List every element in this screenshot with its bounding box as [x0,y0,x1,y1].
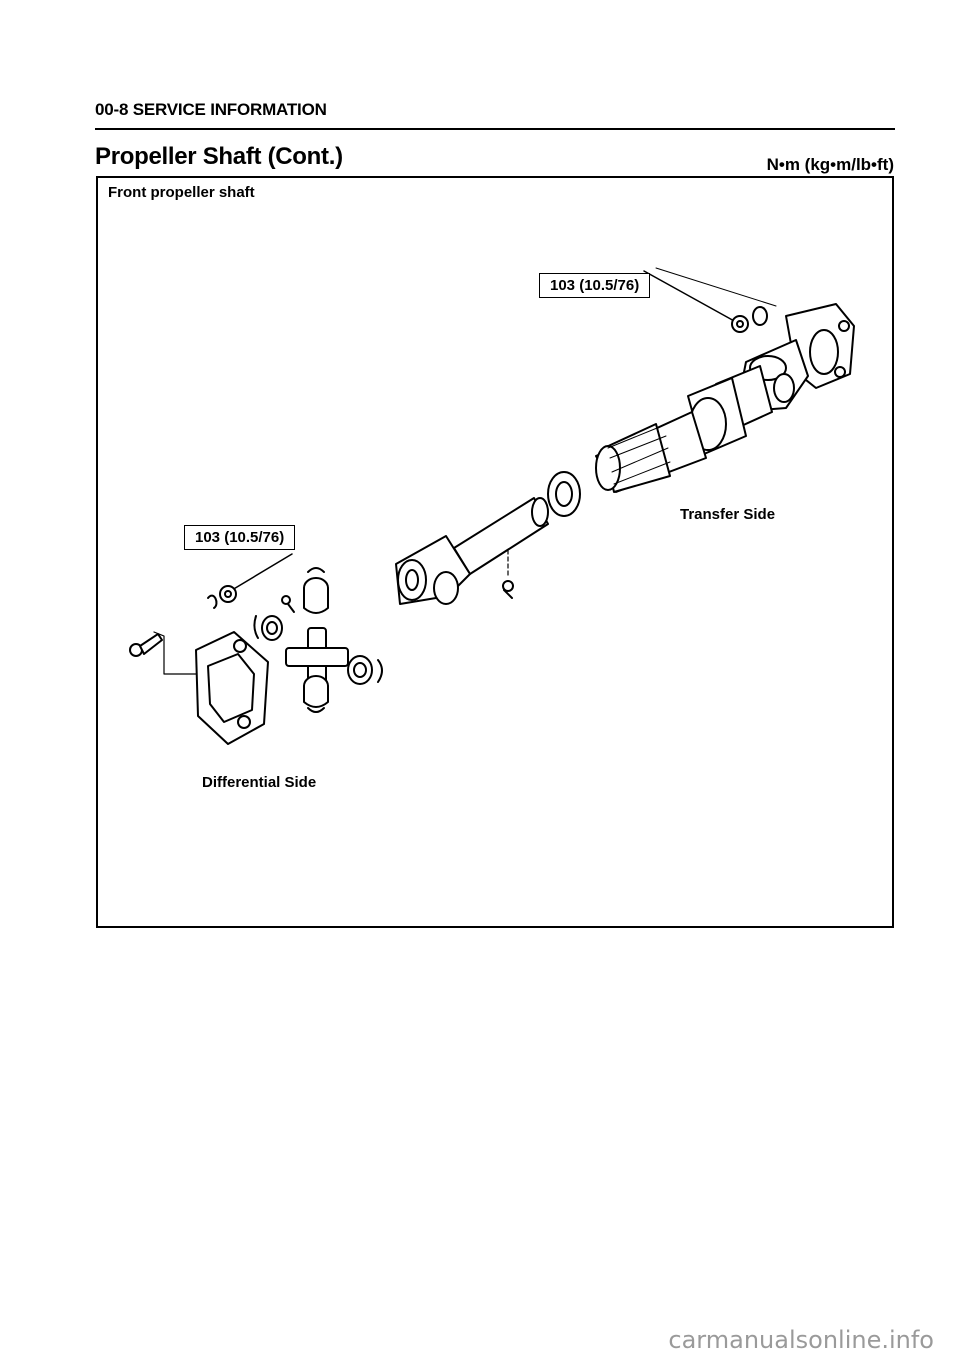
differential-flange [195,631,269,745]
differential-side-label: Differential Side [202,774,317,791]
dust-seal [547,471,581,517]
grease-fitting-small [281,595,295,613]
header-rule [95,128,895,130]
figure-caption: Front propeller shaft [108,184,255,201]
universal-joint-spider [285,627,349,689]
torque-units: N•m (kg•m/lb•ft) [766,155,894,174]
leader-line-top-2 [655,267,777,307]
propeller-tube [453,497,549,575]
torque-callout-transfer: 103 (10.5/76) [539,273,651,298]
figure-frame [96,176,894,928]
propeller-shaft-diagram [129,267,855,745]
section-header: 00-8 SERVICE INFORMATION [95,100,327,119]
differential-yoke [395,535,471,605]
flange-bolt [129,633,163,657]
flange-nut-left [207,585,237,609]
torque-callout-differential: 103 (10.5/76) [184,525,296,550]
flange-nut-top [731,306,768,333]
leader-line-left [231,553,293,591]
page-title: Propeller Shaft (Cont.) [95,143,343,170]
spline-shaft [595,423,671,493]
grease-nipple [502,580,514,599]
transfer-side-label: Transfer Side [680,506,776,523]
watermark: carmanualsonline.info [668,1326,934,1354]
leader-line-top [643,270,737,323]
snap-rings [253,567,383,713]
bearing-cups [261,577,373,708]
